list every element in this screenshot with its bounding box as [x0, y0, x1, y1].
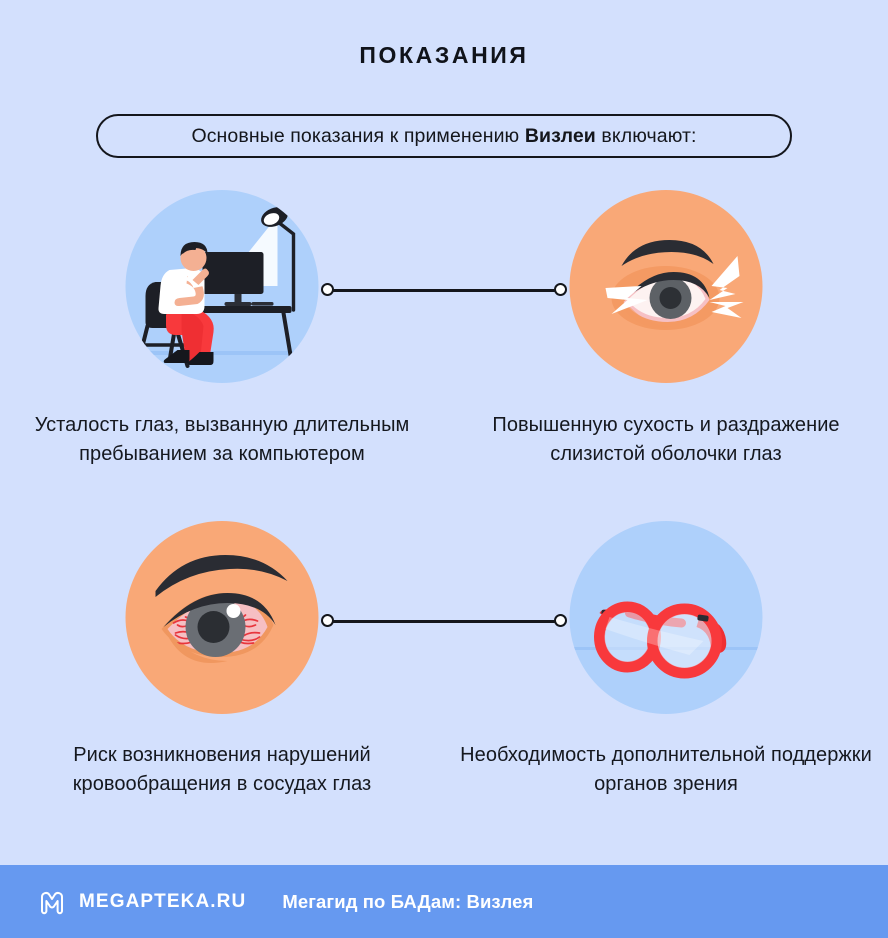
person-at-computer-icon: [125, 190, 319, 383]
page-title: ПОКАЗАНИЯ: [359, 42, 529, 68]
icon-wrap: [444, 190, 888, 388]
connector-line: [328, 289, 560, 292]
item-eyeglasses: Необходимость дополнительной поддержки о…: [444, 521, 888, 799]
subtitle-suffix: включают:: [595, 124, 697, 147]
subtitle-text: Основные показания к применению Визлеи в…: [191, 125, 696, 148]
item-caption: Повышенную сухость и раздражение слизист…: [492, 414, 840, 465]
item-caption: Необходимость дополнительной поддержки о…: [460, 744, 872, 795]
footer-note: Мегагид по БАДам: Визлея: [282, 890, 534, 912]
subtitle-prefix: Основные показания к применению: [191, 124, 525, 147]
bloodshot-eye-icon: [125, 521, 319, 714]
eyeglasses-icon: [569, 521, 763, 714]
connector-node-right: [554, 614, 567, 627]
item-caption: Усталость глаз, вызванную длительным пре…: [34, 414, 410, 465]
icon-wrap: [444, 521, 888, 719]
connector-bottom: [321, 613, 567, 629]
icon-wrap: [0, 521, 444, 719]
megapteka-m-logo-icon: [38, 888, 66, 916]
irritated-eye-icon: [569, 190, 763, 383]
connector-top: [321, 282, 567, 298]
brand-name: MEGAPTEKA.RU: [79, 890, 247, 912]
subtitle-pill: Основные показания к применению Визлеи в…: [96, 114, 792, 158]
item-irritated-eye: Повышенную сухость и раздражение слизист…: [444, 190, 888, 469]
item-caption: Риск возникновения нарушений кровообраще…: [72, 744, 372, 795]
footer-bar: MEGAPTEKA.RU Мегагид по БАДам: Визлея: [0, 865, 888, 938]
item-person-at-computer: Усталость глаз, вызванную длительным пре…: [0, 190, 444, 469]
icon-wrap: [0, 190, 444, 388]
item-bloodshot-eye: Риск возникновения нарушений кровообраще…: [0, 521, 444, 799]
subtitle-brand: Визлеи: [524, 124, 596, 147]
connector-node-right: [554, 283, 567, 296]
connector-line: [328, 620, 560, 623]
connector-node-left: [321, 283, 334, 296]
connector-node-left: [321, 614, 334, 627]
